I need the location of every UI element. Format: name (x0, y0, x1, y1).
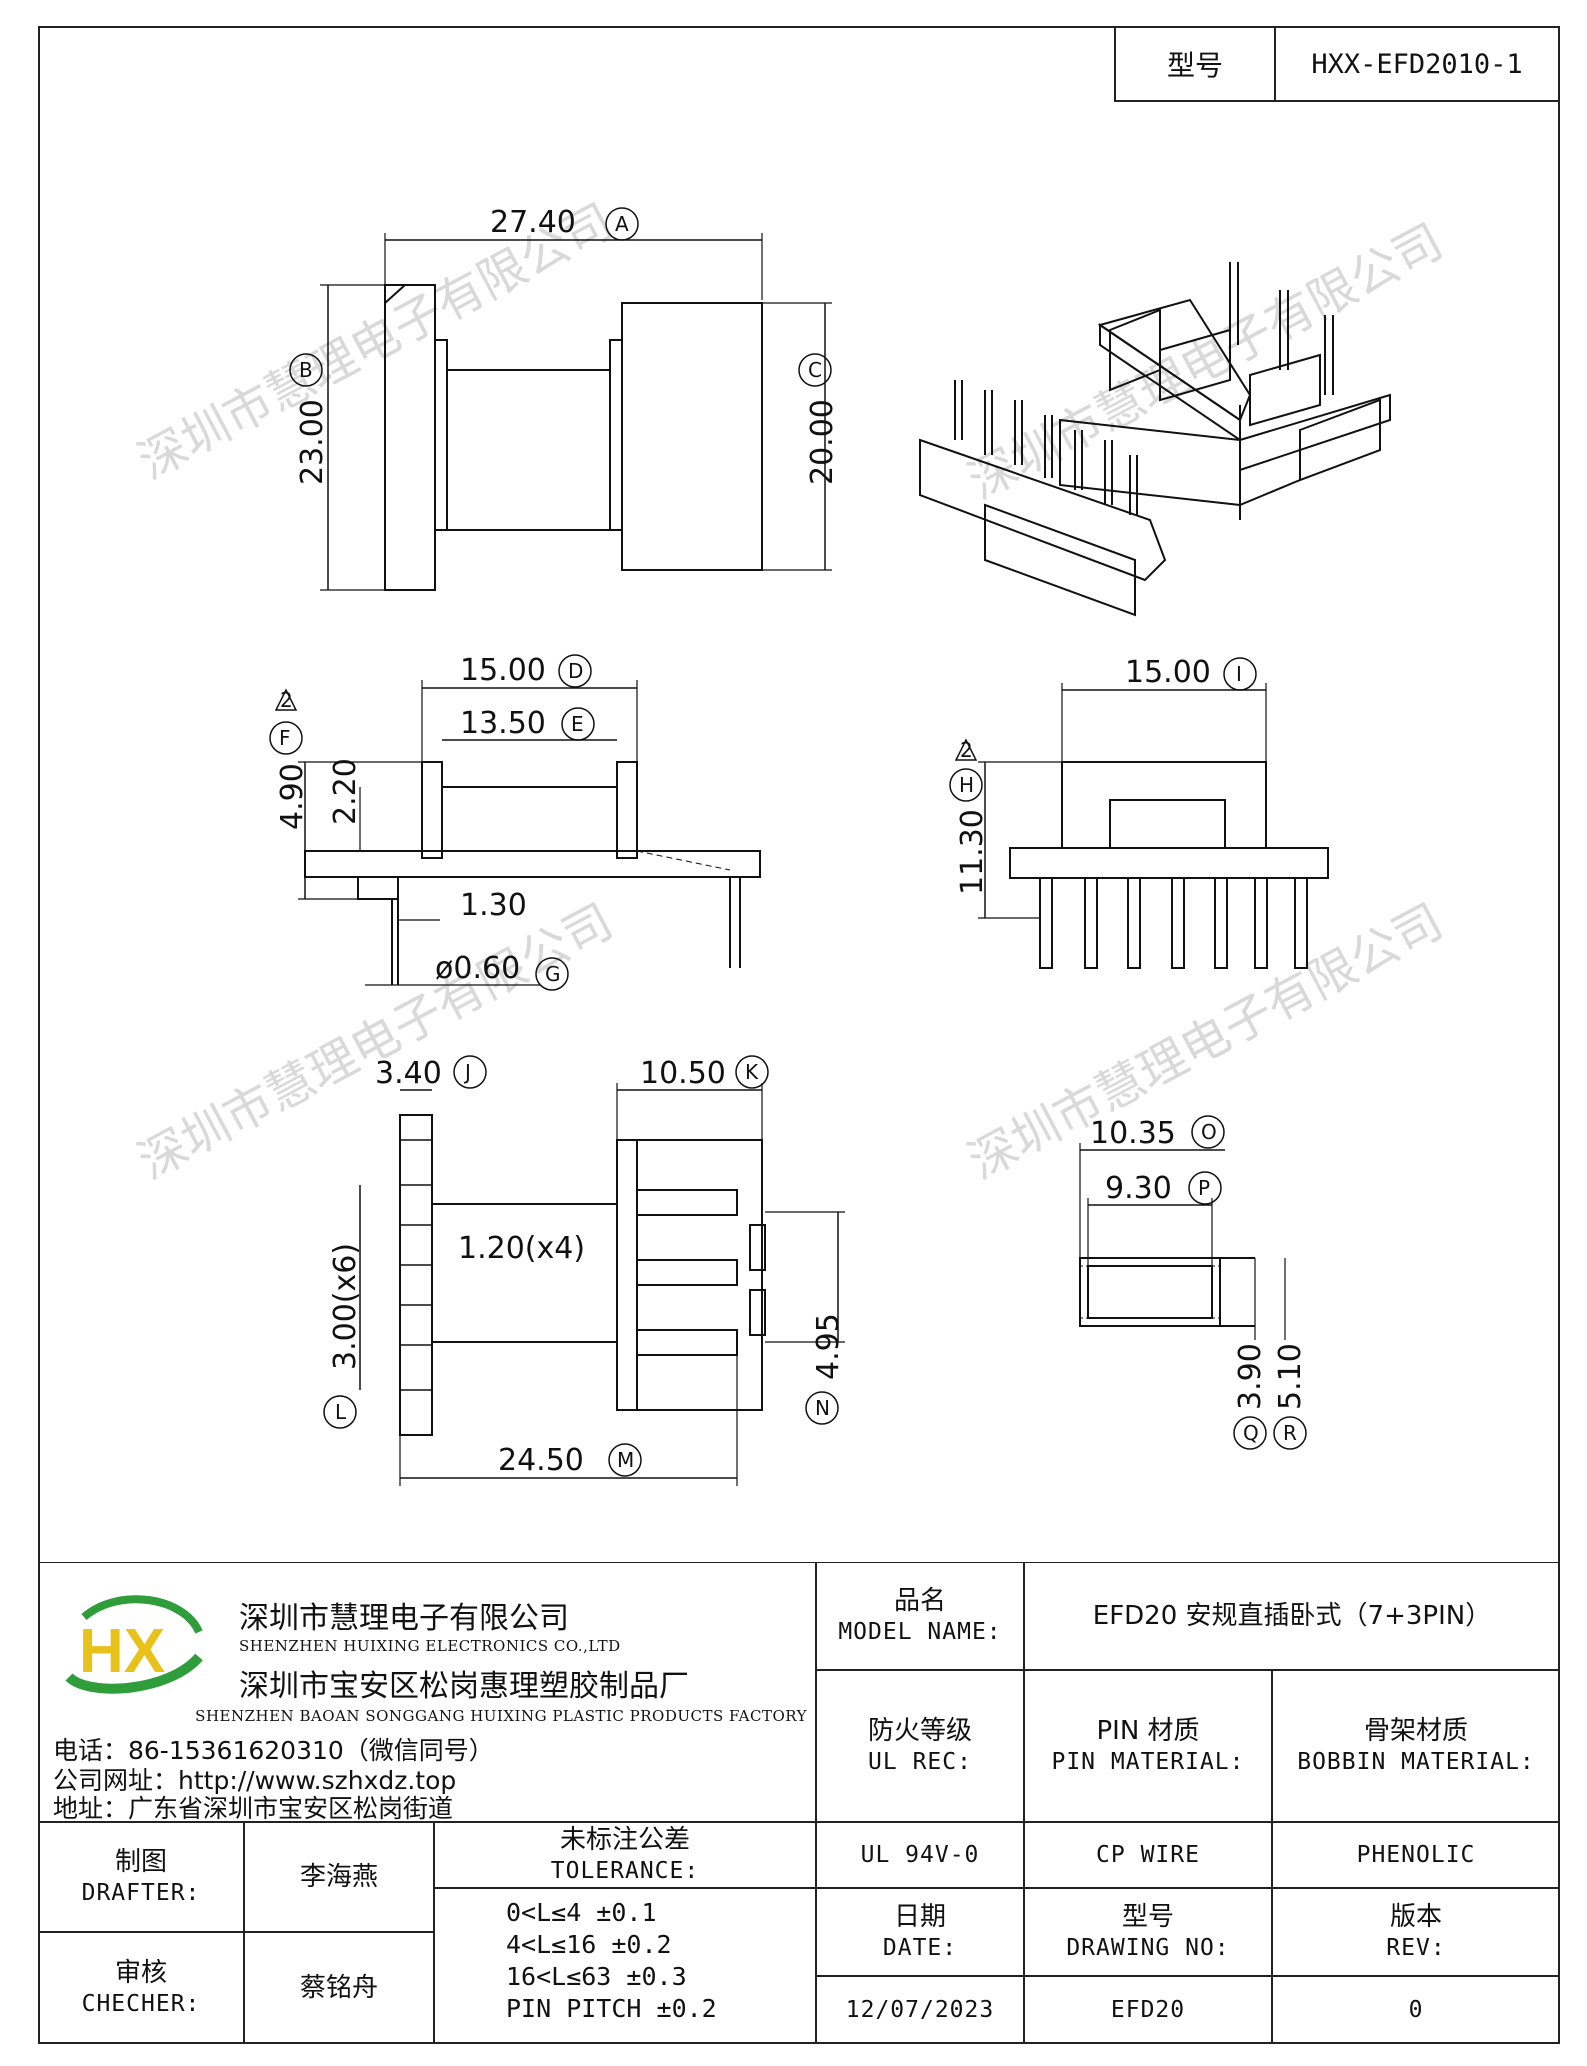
company-name-zh: 深圳市慧理电子有限公司 (239, 1601, 569, 1636)
dim-E-letter: E (571, 712, 584, 736)
dim-O-value: 10.35 (1090, 1116, 1176, 1151)
logo-lettering: HX (79, 1617, 165, 1686)
rev-triangle-F: 2 (280, 688, 293, 712)
ul-rec-value: UL 94V-0 (816, 1822, 1024, 1888)
pin-material-value: CP WIRE (1024, 1822, 1272, 1888)
rev-label: 版本 REV: (1272, 1888, 1560, 1976)
end-view: 15.00 I 11.30 H 2 (949, 655, 1329, 969)
rev-value: 0 (1272, 1976, 1560, 2044)
dim-A-value: 27.40 (490, 205, 576, 240)
dim-P-value: 9.30 (1105, 1171, 1172, 1206)
dim-M-value: 24.50 (498, 1443, 584, 1478)
dim-C-letter: C (808, 358, 822, 382)
side-view-main: 27.40 A 23.00 B 20.00 C (289, 205, 840, 591)
dim-D-value: 15.00 (460, 653, 546, 688)
bottom-view: 3.40 J 10.50 K 1.20(x4) 3.00(x6) L 24.50… (323, 1055, 846, 1486)
dim-O-letter: O (1201, 1120, 1217, 1144)
model-label: 型号 (1116, 28, 1276, 100)
company-name-en: SHENZHEN HUIXING ELECTRONICS CO.,LTD (239, 1637, 621, 1655)
dim-K-value: 10.50 (640, 1056, 726, 1091)
dim-F-value: 4.90 (275, 763, 310, 830)
dim-B-value: 23.00 (295, 399, 330, 485)
dim-G-value: ø0.60 (435, 951, 520, 986)
drafter-label: 制图 DRAFTER: (38, 1822, 244, 1932)
dim-slot-value: 1.20(x4) (458, 1231, 585, 1266)
dim-I-value: 15.00 (1125, 655, 1211, 690)
factory-name-en: SHENZHEN BAOAN SONGGANG HUIXING PLASTIC … (195, 1707, 807, 1725)
dim-E-value: 13.50 (460, 706, 546, 741)
dim-Q-letter: Q (1243, 1421, 1259, 1445)
dim-F-letter: F (279, 726, 291, 750)
tolerance-line-2: 4<L≤16 ±0.2 (506, 1930, 672, 1959)
bobbin-material-label: 骨架材质 BOBBIN MATERIAL: (1272, 1670, 1560, 1822)
dim-H-value: 11.30 (955, 809, 990, 895)
dim-K-letter: K (745, 1060, 759, 1084)
model-number-box: 型号 HXX-EFD2010-1 (1114, 26, 1560, 102)
dim-C-value: 20.00 (805, 399, 840, 485)
checker-label: 审核 CHECHER: (38, 1932, 244, 2044)
title-block: HX 深圳市慧理电子有限公司 SHENZHEN HUIXING ELECTRON… (38, 1562, 1560, 2044)
drafter-value: 李海燕 (244, 1822, 434, 1932)
watermark-text: 深圳市慧理电子有限公司 (959, 213, 1452, 510)
model-name-value: EFD20 安规直插卧式（7+3PIN） (1024, 1562, 1560, 1670)
company-website: 公司网址：http://www.szhxdz.top (53, 1766, 457, 1795)
tolerance-label: 未标注公差 TOLERANCE: (434, 1822, 816, 1888)
checker-value: 蔡铭舟 (244, 1932, 434, 2044)
tolerance-line-3: 16<L≤63 ±0.3 (506, 1962, 687, 1991)
tolerance-line-1: 0<L≤4 ±0.1 (506, 1898, 657, 1927)
tolerance-values (434, 1888, 816, 2044)
technical-drawing: 深圳市慧理电子有限公司 深圳市慧理电子有限公司 深圳市慧理电子有限公司 深圳市慧… (129, 193, 1452, 1486)
isometric-view (919, 262, 1391, 617)
bobbin-material-value: PHENOLIC (1272, 1822, 1560, 1888)
dim-D-letter: D (568, 659, 583, 683)
dim-R-value: 5.10 (1273, 1343, 1308, 1410)
section-view: 10.35 O 9.30 P 3.90 5.10 Q R (1079, 1115, 1308, 1450)
dim-P-letter: P (1198, 1176, 1210, 1200)
company-phone: 电话：86-15361620310（微信同号） (53, 1736, 494, 1765)
dim-2-20: 2.20 (328, 758, 363, 825)
model-name-label: 品名 MODEL NAME: (816, 1562, 1024, 1670)
dim-J-letter: J (463, 1060, 471, 1084)
dim-H-letter: H (959, 773, 974, 797)
dim-I-letter: I (1236, 662, 1242, 686)
company-address: 地址：广东省深圳市宝安区松岗街道 (53, 1794, 454, 1823)
drawing-no-label: 型号 DRAWING NO: (1024, 1888, 1272, 1976)
watermark-text: 深圳市慧理电子有限公司 (959, 893, 1452, 1190)
dim-J-value: 3.40 (375, 1056, 442, 1091)
factory-name-zh: 深圳市宝安区松岗惠理塑胶制品厂 (239, 1669, 689, 1704)
dim-B-letter: B (299, 358, 313, 382)
model-value: HXX-EFD2010-1 (1311, 48, 1523, 80)
dim-N-letter: N (815, 1396, 830, 1420)
dim-L-letter: L (335, 1400, 347, 1424)
dim-R-letter: R (1283, 1421, 1297, 1445)
dim-1-30: 1.30 (460, 888, 527, 923)
dim-M-letter: M (617, 1448, 634, 1472)
dim-N-value: 4.95 (811, 1313, 846, 1380)
pin-material-label: PIN 材质 PIN MATERIAL: (1024, 1670, 1272, 1822)
front-view: 15.00 D 13.50 E 4.90 F 2 2.20 1.30 ø0.60… (269, 653, 761, 991)
dim-L-value: 3.00(x6) (328, 1243, 363, 1370)
company-logo: HX (65, 1595, 203, 1694)
date-value: 12/07/2023 (816, 1976, 1024, 2044)
dim-Q-value: 3.90 (1233, 1343, 1268, 1410)
drawing-no-value: EFD20 (1024, 1976, 1272, 2044)
tolerance-line-4: PIN PITCH ±0.2 (506, 1994, 717, 2023)
watermark-text: 深圳市慧理电子有限公司 (129, 893, 622, 1190)
date-label: 日期 DATE: (816, 1888, 1024, 1976)
company-info: HX 深圳市慧理电子有限公司 SHENZHEN HUIXING ELECTRON… (38, 1562, 816, 1823)
rev-triangle-H: 2 (960, 738, 973, 762)
dim-G-letter: G (545, 962, 561, 986)
dim-A-letter: A (615, 212, 629, 236)
ul-rec-label: 防火等级 UL REC: (816, 1670, 1024, 1822)
